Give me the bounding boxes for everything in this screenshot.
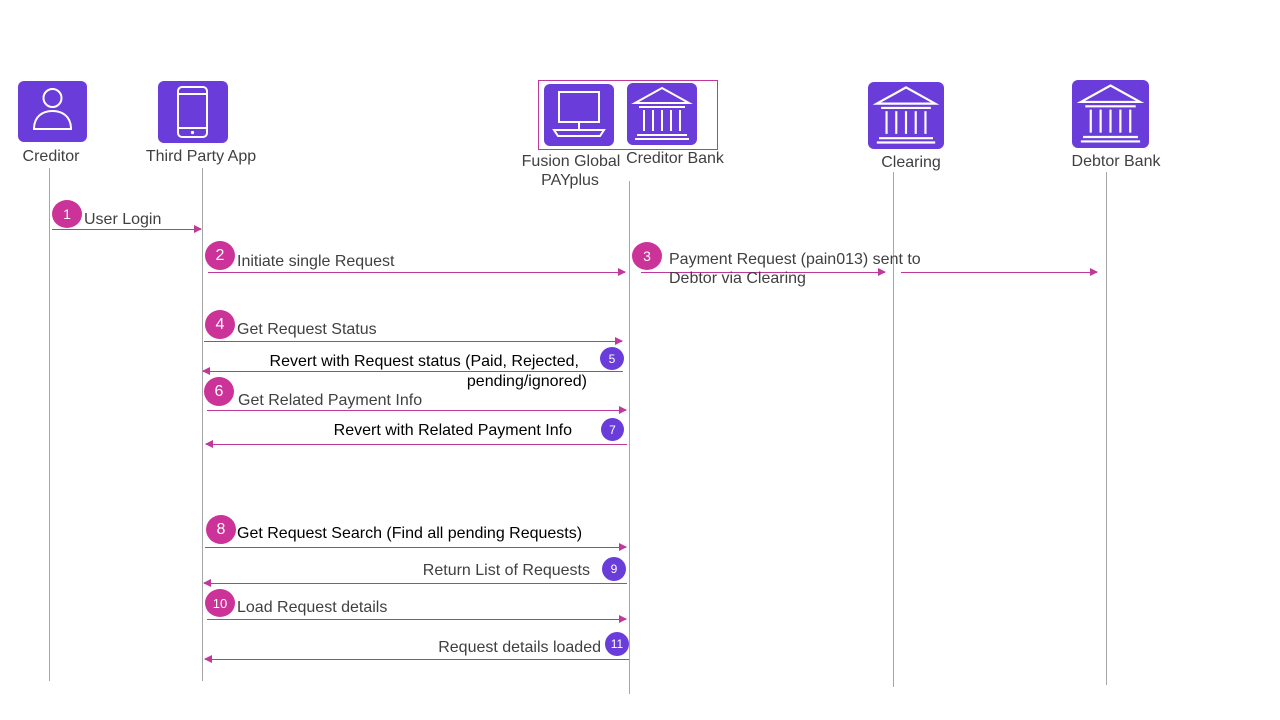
creditor-bank-group-box bbox=[538, 80, 718, 150]
message-5-arrow bbox=[202, 367, 623, 375]
step-1-badge: 1 bbox=[52, 200, 82, 228]
creditor-bank-label: Creditor Bank bbox=[626, 150, 724, 167]
mobile-phone-icon bbox=[177, 86, 208, 138]
bank-icon bbox=[631, 86, 693, 140]
message-11-label: Request details loaded bbox=[438, 639, 601, 656]
step-6-badge: 6 bbox=[204, 377, 234, 406]
creditor-label: Creditor bbox=[22, 148, 80, 165]
message-8-label: Get Request Search (Find all pending Req… bbox=[237, 525, 583, 542]
third-party-app-label: Third Party App bbox=[145, 148, 257, 165]
third-party-app-lifeline bbox=[202, 168, 203, 681]
step-8-badge: 8 bbox=[206, 515, 236, 544]
creditor-bank-icon-box bbox=[627, 83, 697, 145]
fusion-label-line1: Fusion Global bbox=[521, 153, 621, 170]
clearing-label: Clearing bbox=[881, 154, 941, 171]
bank-icon bbox=[1076, 84, 1145, 143]
debtor-bank-lifeline bbox=[1106, 172, 1107, 685]
creditor-icon-box bbox=[18, 81, 87, 142]
clearing-icon-box bbox=[868, 82, 944, 149]
step-11-badge: 11 bbox=[605, 632, 629, 656]
creditor-lifeline bbox=[49, 168, 50, 681]
message-9-label: Return List of Requests bbox=[422, 562, 590, 579]
message-5-label-line1: Revert with Request status (Paid, Reject… bbox=[269, 353, 579, 370]
message-4-label: Get Request Status bbox=[237, 321, 377, 338]
step-3-badge: 3 bbox=[632, 242, 662, 270]
step-4-badge: 4 bbox=[205, 310, 235, 339]
step-7-badge: 7 bbox=[601, 418, 624, 441]
debtor-bank-icon-box bbox=[1072, 80, 1149, 148]
third-party-app-icon-box bbox=[158, 81, 228, 143]
message-6-arrow bbox=[207, 406, 627, 414]
step-9-badge: 9 bbox=[602, 557, 626, 581]
step-2-badge: 2 bbox=[205, 241, 235, 270]
message-10-arrow bbox=[207, 615, 627, 623]
message-7-arrow bbox=[205, 440, 627, 448]
message-5-label-line2: pending/ignored) bbox=[466, 373, 587, 390]
step-10-badge: 10 bbox=[205, 589, 235, 617]
message-6-label: Get Related Payment Info bbox=[238, 392, 423, 409]
message-1-arrow bbox=[52, 225, 202, 233]
message-3-label-line2: Debtor via Clearing bbox=[669, 270, 806, 287]
clearing-lifeline bbox=[893, 172, 894, 687]
message-3-label-line1: Payment Request (pain013) sent to bbox=[669, 251, 921, 268]
message-3-arrow-a bbox=[641, 268, 886, 276]
user-icon bbox=[32, 88, 73, 130]
fusion-label-line2: PAYplus bbox=[541, 172, 599, 189]
creditor-bank-lifeline bbox=[629, 181, 630, 694]
computer-monitor-icon bbox=[552, 91, 606, 137]
debtor-bank-label: Debtor Bank bbox=[1071, 153, 1161, 170]
message-8-arrow bbox=[205, 543, 627, 551]
message-10-label: Load Request details bbox=[237, 599, 388, 616]
message-1-label: User Login bbox=[84, 211, 162, 228]
message-9-arrow bbox=[203, 579, 627, 587]
message-11-arrow bbox=[204, 655, 629, 663]
message-2-label: Initiate single Request bbox=[237, 253, 395, 270]
message-2-arrow bbox=[208, 268, 626, 276]
step-5-badge: 5 bbox=[600, 347, 624, 370]
message-7-label: Revert with Related Payment Info bbox=[333, 422, 572, 439]
bank-icon bbox=[872, 86, 940, 144]
fusion-icon-box bbox=[544, 84, 614, 146]
message-4-arrow bbox=[204, 337, 623, 345]
message-3-arrow-b bbox=[901, 268, 1098, 276]
